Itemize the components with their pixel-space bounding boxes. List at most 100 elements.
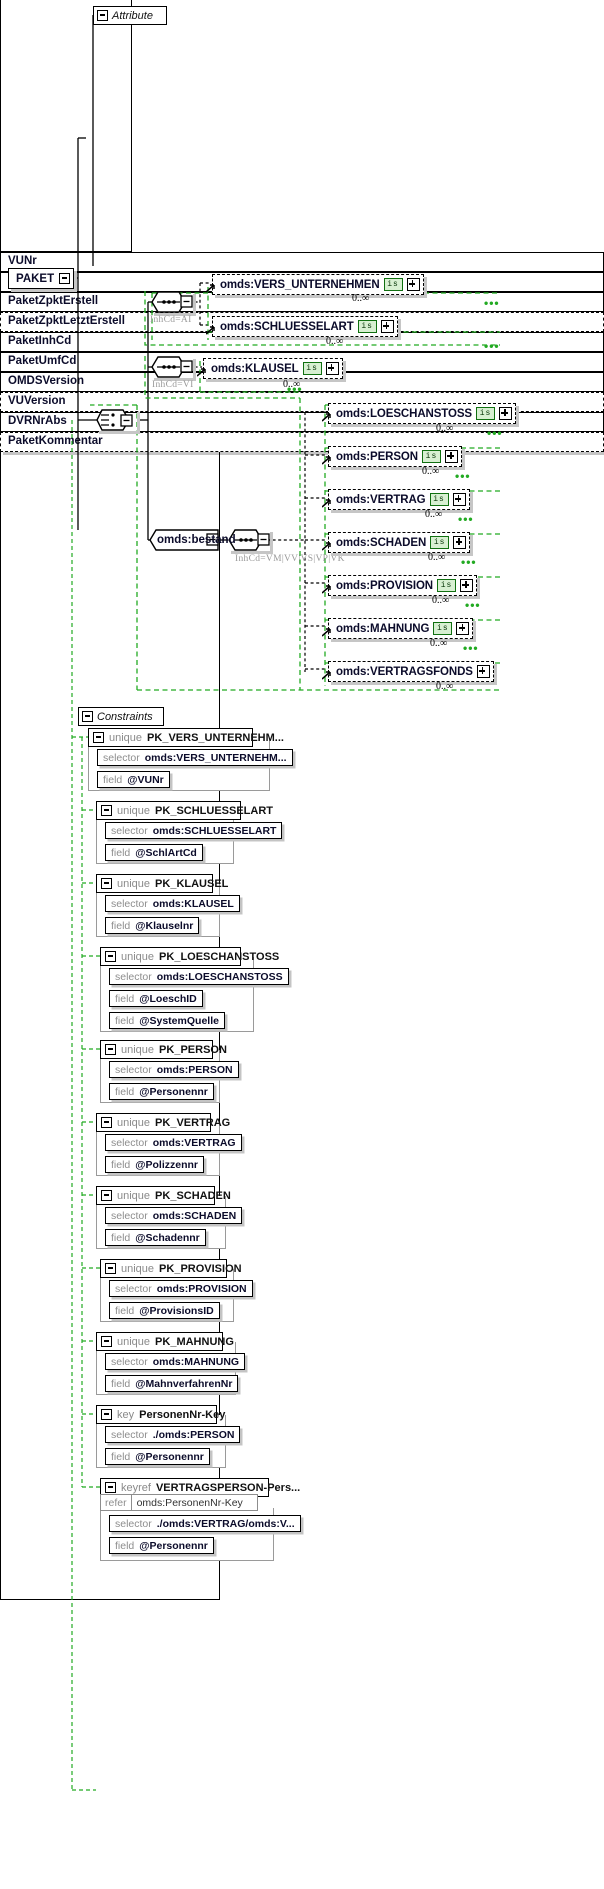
constraint-selector[interactable]: selector ./omds:VERTRAG/omds:V...	[109, 1515, 301, 1532]
attribute-item[interactable]: PaketZpktErstell	[0, 292, 604, 312]
constraint-field[interactable]: field @Personennr	[109, 1083, 214, 1100]
constraint-selector[interactable]: selector omds:MAHNUNG	[105, 1353, 246, 1370]
attribute-group-tab[interactable]: Attribute	[93, 6, 167, 25]
expand-icon[interactable]	[406, 278, 420, 291]
minus-icon[interactable]	[93, 732, 104, 743]
identity-constraint-icon[interactable]: is	[421, 450, 441, 463]
attribute-item[interactable]: VUNr	[0, 252, 604, 272]
constraint-field[interactable]: field @Schadennr	[105, 1229, 206, 1246]
minus-icon[interactable]	[105, 1044, 116, 1055]
sequence-compositor-bestand[interactable]	[228, 529, 270, 551]
constraint-selector[interactable]: selector omds:PERSON	[109, 1061, 239, 1078]
identity-constraint-icon[interactable]: is	[302, 362, 322, 375]
expand-icon[interactable]	[452, 493, 466, 506]
element-node[interactable]: omds:VERS_UNTERNEHMEN is	[206, 274, 424, 295]
constraint-header[interactable]: unique PK_SCHADEN	[96, 1186, 231, 1205]
selector-value: omds:PROVISION	[156, 1282, 247, 1295]
constraint-selector[interactable]: selector omds:KLAUSEL	[105, 895, 240, 912]
minus-icon[interactable]	[105, 1263, 116, 1274]
constraint-refer[interactable]: refer omds:PersonenNr-Key	[100, 1494, 258, 1511]
constraint-selector[interactable]: selector omds:LOESCHANSTOSS	[109, 968, 289, 985]
minus-icon[interactable]	[105, 951, 116, 962]
constraint-header[interactable]: unique PK_VERTRAG	[96, 1113, 230, 1132]
constraint-header[interactable]: unique PK_PROVISION	[100, 1259, 242, 1278]
expand-icon[interactable]	[325, 362, 339, 375]
constraint-field[interactable]: field @Personennr	[105, 1448, 210, 1465]
constraint-field[interactable]: field @ProvisionsID	[109, 1302, 220, 1319]
minus-icon[interactable]	[105, 1482, 116, 1493]
element-node[interactable]: omds:VERTRAG is	[322, 489, 470, 510]
constraint-selector[interactable]: selector ./omds:PERSON	[105, 1426, 241, 1443]
minus-icon[interactable]	[101, 1190, 112, 1201]
expand-icon[interactable]	[380, 320, 394, 333]
constraint-header[interactable]: unique PK_MAHNUNG	[96, 1332, 234, 1351]
minus-icon[interactable]	[82, 711, 93, 722]
constraint-field[interactable]: field @MahnverfahrenNr	[105, 1375, 239, 1392]
reference-arrow-icon	[322, 413, 331, 422]
constraint-field[interactable]: field @Polizzennr	[105, 1156, 205, 1173]
element-label: omds:VERS_UNTERNEHMEN	[220, 278, 380, 291]
minus-icon[interactable]	[97, 10, 108, 21]
constraint-selector[interactable]: selector omds:VERS_UNTERNEHM...	[97, 749, 293, 766]
constraint-field[interactable]: field @Personennr	[109, 1537, 214, 1554]
minus-icon[interactable]	[101, 1409, 112, 1420]
constraint-selector[interactable]: selector omds:SCHADEN	[105, 1207, 243, 1224]
identity-constraint-icon[interactable]: is	[437, 579, 457, 592]
expand-icon[interactable]	[499, 407, 513, 420]
minus-icon[interactable]	[101, 1336, 112, 1347]
identity-constraint-icon[interactable]: is	[383, 278, 403, 291]
constraint-header[interactable]: unique PK_LOESCHANSTOSS	[100, 947, 279, 966]
element-node[interactable]: omds:VERTRAGSFONDS	[322, 661, 494, 682]
element-node[interactable]: omds:PROVISION is	[322, 575, 478, 596]
expand-icon[interactable]	[476, 665, 490, 678]
more-dots-icon: •••	[484, 296, 500, 310]
expand-icon[interactable]	[460, 579, 474, 592]
minus-toggle-icon[interactable]	[59, 273, 71, 284]
element-node[interactable]: omds:MAHNUNG is	[322, 618, 474, 639]
expand-icon[interactable]	[453, 536, 467, 549]
constraint-selector[interactable]: selector omds:SCHLUESSELART	[105, 822, 283, 839]
element-node[interactable]: omds:SCHADEN is	[322, 532, 471, 553]
element-node[interactable]: omds:LOESCHANSTOSS is	[322, 403, 517, 424]
attribute-item-optional[interactable]: PaketKommentar	[0, 432, 604, 452]
constraint-selector[interactable]: selector omds:VERTRAG	[105, 1134, 242, 1151]
constraint-header[interactable]: unique PK_KLAUSEL	[96, 874, 228, 893]
minus-icon[interactable]	[101, 805, 112, 816]
expand-icon[interactable]	[444, 450, 458, 463]
element-node[interactable]: omds:SCHLUESSELART is	[206, 316, 398, 337]
constraint-field[interactable]: field @SystemQuelle	[109, 1012, 225, 1029]
choice-compositor[interactable]	[96, 409, 137, 431]
identity-constraint-icon[interactable]: is	[433, 622, 453, 635]
group-reference-bestand[interactable]: omds:bestand	[148, 529, 239, 551]
constraint-selector[interactable]: selector omds:PROVISION	[109, 1280, 253, 1297]
constraint-field[interactable]: field @LoeschID	[109, 990, 203, 1007]
constraint-kind: key	[117, 1408, 135, 1421]
constraint-header[interactable]: unique PK_SCHLUESSELART	[96, 801, 273, 820]
identity-constraint-icon[interactable]: is	[357, 320, 377, 333]
constraint-header[interactable]: keyref VERTRAGSPERSON-Pers...	[100, 1478, 300, 1497]
field-value: @Personennr	[139, 1085, 208, 1098]
root-element-paket[interactable]: PAKET	[8, 268, 75, 289]
minus-icon[interactable]	[101, 1117, 112, 1128]
element-label: omds:LOESCHANSTOSS	[336, 407, 473, 420]
constraint-header[interactable]: key PersonenNr-Key	[96, 1405, 225, 1424]
element-node[interactable]: omds:PERSON is	[322, 446, 462, 467]
expand-icon[interactable]	[456, 622, 470, 635]
constraint-field[interactable]: field @Klauselnr	[105, 917, 200, 934]
selector-value: omds:LOESCHANSTOSS	[156, 970, 283, 983]
constraint-field[interactable]: field @VUNr	[97, 771, 170, 788]
minus-icon[interactable]	[101, 878, 112, 889]
identity-constraint-icon[interactable]: is	[430, 536, 450, 549]
constraints-label: Constraints	[97, 710, 153, 723]
constraint-header[interactable]: unique PK_PERSON	[100, 1040, 227, 1059]
attribute-label: VUNr	[8, 255, 37, 267]
constraints-tab[interactable]: Constraints	[78, 707, 164, 726]
identity-constraint-icon[interactable]: is	[429, 493, 449, 506]
constraint-header[interactable]: unique PK_VERS_UNTERNEHM...	[88, 728, 284, 747]
sequence-compositor-vi[interactable]	[151, 356, 193, 378]
sequence-compositor-ai[interactable]	[151, 291, 193, 313]
element-node[interactable]: omds:KLAUSEL is	[197, 358, 343, 379]
constraint-field[interactable]: field @SchlArtCd	[105, 844, 203, 861]
identity-constraint-icon[interactable]: is	[476, 407, 496, 420]
field-value: @LoeschID	[139, 992, 197, 1005]
